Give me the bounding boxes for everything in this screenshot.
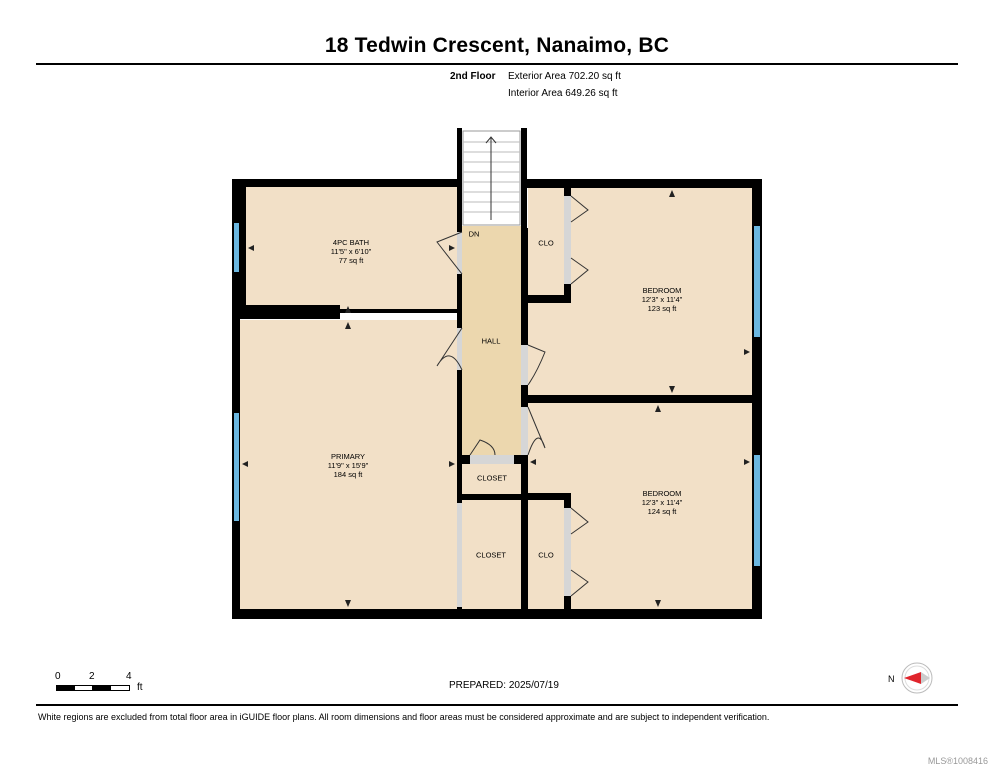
compass-label: N [888,674,895,684]
bedroom-top-name: BEDROOM [642,286,682,295]
closet-bottom-floor [462,500,521,609]
bedroom-bottom-dims: 12'3" x 11'4" [641,498,683,507]
clo-bottom-label: CLO [538,550,554,560]
hall-floor [462,226,521,455]
prepared-date: PREPARED: 2025/07/19 [449,680,559,691]
scale-seg-3 [92,685,112,691]
bedroom-bottom-floor [528,403,752,493]
scale-seg-1 [56,685,76,691]
scale-unit: ft [137,682,143,693]
bedroom-top-dims: 12'3" x 11'4" [641,295,683,304]
bath-floor [246,187,457,309]
primary-name: PRIMARY [330,452,366,461]
primary-label: PRIMARY 11'9" x 15'9" 184 sq ft [328,452,369,479]
floor-label: 2nd Floor [450,71,496,82]
stairs [462,130,521,226]
bath-area: 77 sq ft [338,256,364,265]
bedroom-top-label: BEDROOM 12'3" x 11'4" 123 sq ft [642,286,683,313]
dimension-markers [242,190,750,607]
primary-dims: 11'9" x 15'9" [327,461,369,470]
hall-label: HALL [481,336,501,346]
closet-hall-label: CLOSET [476,473,508,483]
bedroom-top-lower-floor [528,303,752,395]
plan-title: 18 Tedwin Crescent, Nanaimo, BC [324,34,670,57]
bath-label: 4PC BATH 11'5" x 6'10" 77 sq ft [331,238,372,265]
scale-seg-2 [74,685,94,691]
closet-hall-floor [462,464,521,494]
clo-top-floor [528,188,564,295]
disclaimer: White regions are excluded from total fl… [38,712,770,722]
interior-area: Interior Area 649.26 sq ft [508,88,618,99]
bedroom-bottom-area: 124 sq ft [647,507,677,516]
room-floors [240,130,752,609]
scale-seg-4 [110,685,130,691]
stairs-down-label: DN [468,229,480,239]
mls-number: MLS®1008416 [927,756,988,766]
compass-icon: N [888,662,933,694]
bedroom-bottom-name: BEDROOM [642,489,682,498]
primary-floor [240,320,457,609]
title-divider [36,63,958,65]
door-openings [457,196,571,607]
bedroom-top-area: 123 sq ft [647,304,677,313]
door-swings [436,195,589,597]
primary-area: 184 sq ft [333,470,363,479]
bath-dims: 11'5" x 6'10" [330,247,372,256]
exterior-area: Exterior Area 702.20 sq ft [508,71,621,82]
scale-tick-2: 2 [89,671,95,682]
windows [234,223,760,566]
clo-bottom-floor [528,500,564,609]
clo-top-label: CLO [538,238,554,248]
bedroom-bottom-label: BEDROOM 12'3" x 11'4" 124 sq ft [642,489,683,516]
scale-tick-4: 4 [126,671,132,682]
closet-bottom-label: CLOSET [475,550,507,560]
footer-divider [36,704,958,706]
scale-tick-0: 0 [55,671,61,682]
bath-name: 4PC BATH [332,238,370,247]
bedroom-bottom-lower-floor [571,493,752,609]
